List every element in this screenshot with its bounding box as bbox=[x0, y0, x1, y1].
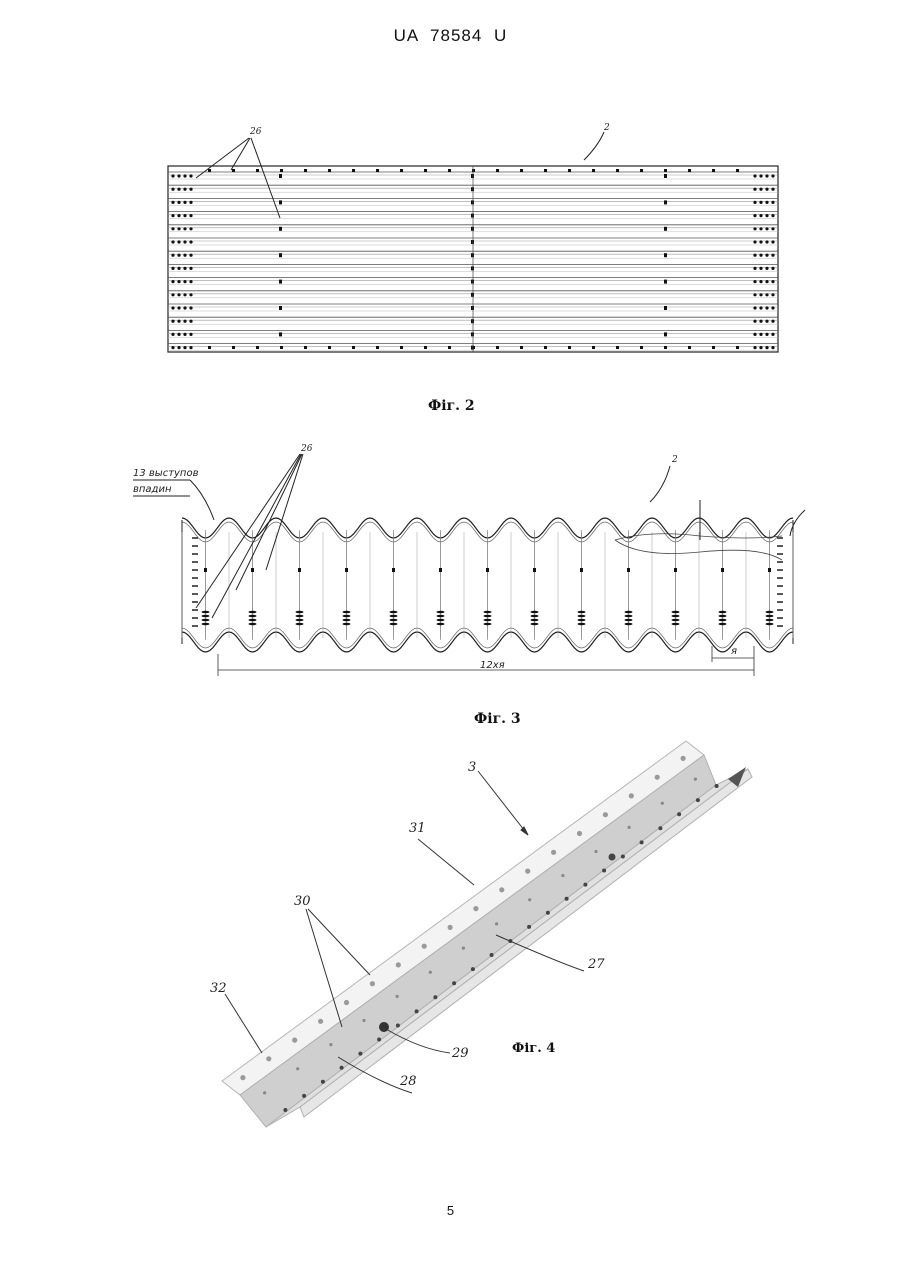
figure-3-caption: Фіг. 3 bbox=[474, 711, 521, 727]
label-26: 26 bbox=[249, 127, 262, 137]
label-26: 26 bbox=[300, 444, 313, 454]
label-13-ridges: 13 выступов bbox=[133, 468, 199, 479]
label-27: 27 bbox=[587, 957, 605, 972]
large-hole bbox=[379, 1022, 389, 1032]
label-32: 32 bbox=[210, 981, 227, 996]
flat-sheet-drawing bbox=[168, 166, 778, 352]
label-30: 30 bbox=[294, 894, 311, 909]
figure-2-drawing: 26 2 bbox=[0, 110, 901, 370]
patent-number: UA 78584 U bbox=[0, 26, 901, 46]
large-hole bbox=[609, 854, 616, 861]
figure-3-drawing: 13 выступов впадин 26 2 12хя я bbox=[0, 440, 901, 690]
label-29: 29 bbox=[451, 1046, 469, 1061]
dimension-total: 12хя bbox=[480, 660, 505, 671]
dimension-pitch: я bbox=[731, 646, 737, 657]
profile-beam bbox=[222, 741, 752, 1127]
label-31: 31 bbox=[409, 821, 426, 836]
label-2: 2 bbox=[671, 455, 678, 465]
label-3: 3 bbox=[468, 760, 476, 775]
figure-4-caption: Фіг. 4 bbox=[512, 1041, 555, 1056]
label-valleys: впадин bbox=[133, 484, 172, 495]
corrugated-sheet-drawing bbox=[182, 518, 793, 676]
label-2: 2 bbox=[603, 123, 610, 133]
figure-4-drawing: 3 31 30 27 32 29 28 bbox=[0, 735, 901, 1135]
label-28: 28 bbox=[399, 1074, 417, 1089]
page-number: 5 bbox=[0, 1203, 901, 1218]
figure-2-caption: Фіг. 2 bbox=[428, 398, 475, 414]
